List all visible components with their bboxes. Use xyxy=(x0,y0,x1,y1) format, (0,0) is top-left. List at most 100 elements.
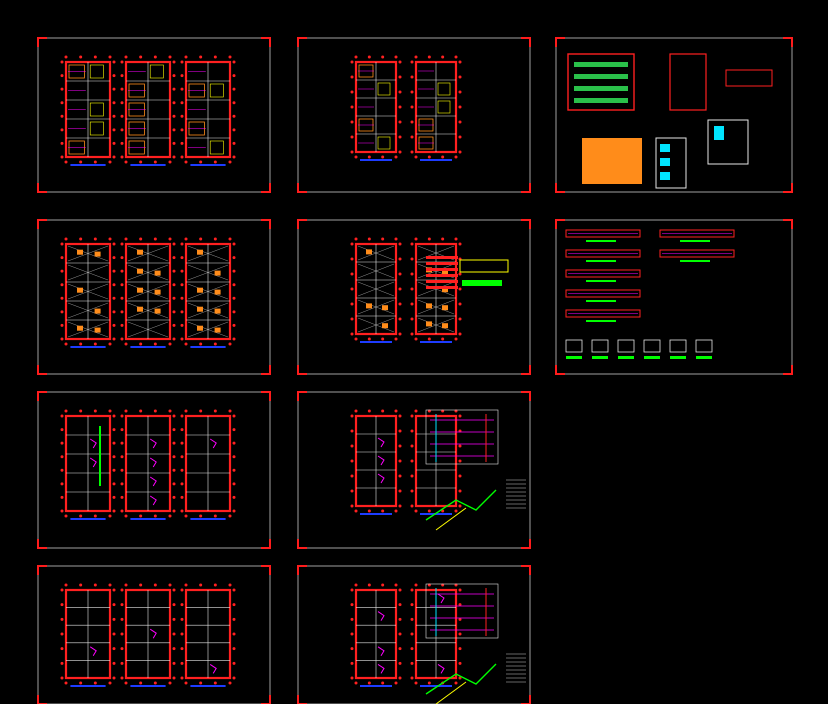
grid-axis-bubble xyxy=(172,455,176,459)
grid-axis-bubble xyxy=(228,237,232,241)
grid-axis-bubble xyxy=(108,160,112,164)
grid-axis-bubble xyxy=(93,409,97,413)
grid-axis-bubble xyxy=(112,74,116,78)
grid-axis-bubble xyxy=(120,414,124,418)
grid-axis-bubble xyxy=(180,256,184,260)
grid-axis-bubble xyxy=(60,632,64,636)
sheet-corner-mark xyxy=(521,695,531,704)
grid-axis-bubble xyxy=(367,509,371,513)
grid-axis-bubble xyxy=(398,317,402,321)
grid-axis-bubble xyxy=(398,60,402,64)
grid-axis-bubble xyxy=(398,429,402,433)
furniture-block xyxy=(377,82,391,96)
furniture-block xyxy=(149,64,164,79)
grid-axis-bubble xyxy=(410,120,414,124)
drawing-sheet-3[interactable] xyxy=(555,37,793,193)
column-block xyxy=(77,287,83,293)
grid-axis-bubble xyxy=(172,603,176,607)
grid-axis-bubble xyxy=(350,75,354,79)
grid-axis-bubble xyxy=(180,482,184,486)
grid-axis-bubble xyxy=(120,632,124,636)
drawing-sheet-6[interactable] xyxy=(555,219,793,375)
drawing-sheet-9[interactable] xyxy=(37,565,271,704)
drawing-sheet-8[interactable] xyxy=(297,391,531,549)
sheet-corner-mark xyxy=(297,539,307,549)
legend-table-row xyxy=(426,274,458,277)
grid-axis-bubble xyxy=(232,141,236,145)
drawing-sheet-4[interactable] xyxy=(37,219,271,375)
column-block xyxy=(426,303,432,309)
grid-axis-bubble xyxy=(458,302,462,306)
grid-axis-bubble xyxy=(172,242,176,246)
drawing-title-underline xyxy=(70,164,106,166)
grid-axis-bubble xyxy=(441,237,445,241)
drawing-title-underline xyxy=(70,346,106,348)
drawing-sheet-7[interactable] xyxy=(37,391,271,549)
grid-axis-bubble xyxy=(381,155,385,159)
drawing-title-underline xyxy=(360,513,392,515)
section-window xyxy=(660,172,670,180)
grid-axis-bubble xyxy=(350,474,354,478)
grid-axis-bubble xyxy=(367,155,371,159)
elevation-window-band xyxy=(574,74,628,79)
grid-axis-bubble xyxy=(350,242,354,246)
drawing-title-underline xyxy=(190,518,226,520)
beam-label-bar xyxy=(586,320,616,322)
grid-axis-bubble xyxy=(228,55,232,59)
grid-axis-bubble xyxy=(458,489,462,493)
sheet-corner-mark xyxy=(555,37,565,47)
beam-label-bar xyxy=(586,280,616,282)
beam-elevation xyxy=(565,229,641,238)
grid-axis-bubble xyxy=(398,459,402,463)
grid-axis-bubble xyxy=(168,55,172,59)
grid-axis-bubble xyxy=(232,509,236,513)
grid-axis-bubble xyxy=(60,269,64,273)
grid-axis-bubble xyxy=(398,150,402,154)
grid-axis-bubble xyxy=(398,135,402,139)
sheet-border xyxy=(297,565,531,704)
grid-axis-bubble xyxy=(120,310,124,314)
grid-axis-bubble xyxy=(168,342,172,346)
grid-axis-bubble xyxy=(232,617,236,621)
column-label-bar xyxy=(696,356,712,359)
grid-axis-bubble xyxy=(79,342,83,346)
sheet-corner-mark xyxy=(261,183,271,193)
grid-axis-bubble xyxy=(180,87,184,91)
grid-axis-bubble xyxy=(410,150,414,154)
grid-axis-bubble xyxy=(454,681,458,685)
isometric-pipe-run xyxy=(435,681,467,704)
grid-axis-bubble xyxy=(172,495,176,499)
grid-axis-bubble xyxy=(410,647,414,651)
sheet-corner-mark xyxy=(37,695,47,704)
grid-axis-bubble xyxy=(60,617,64,621)
grid-axis-bubble xyxy=(232,74,236,78)
grid-axis-bubble xyxy=(108,237,112,241)
grid-axis-bubble xyxy=(458,632,462,636)
grid-axis-bubble xyxy=(232,60,236,64)
grid-axis-bubble xyxy=(180,323,184,327)
grid-axis-bubble xyxy=(381,409,385,413)
furniture-block xyxy=(89,64,104,79)
grid-axis-bubble xyxy=(180,661,184,665)
sheet-corner-mark xyxy=(37,37,47,47)
drawing-title-underline xyxy=(190,346,226,348)
grid-axis-bubble xyxy=(410,459,414,463)
grid-axis-bubble xyxy=(153,55,157,59)
drawing-sheet-1[interactable] xyxy=(37,37,271,193)
grid-axis-bubble xyxy=(410,444,414,448)
drawing-sheet-5[interactable] xyxy=(297,219,531,375)
grid-axis-bubble xyxy=(398,90,402,94)
legend-table-row xyxy=(426,280,458,283)
drawing-sheet-10[interactable] xyxy=(297,565,531,704)
grid-axis-bubble xyxy=(172,482,176,486)
slab-hatch-line xyxy=(67,321,109,338)
column-label-bar xyxy=(618,356,634,359)
grid-axis-bubble xyxy=(120,455,124,459)
grid-axis-bubble xyxy=(120,509,124,513)
grid-axis-bubble xyxy=(381,509,385,513)
drawing-sheet-2[interactable] xyxy=(297,37,531,193)
column-block xyxy=(154,270,161,276)
grid-axis-bubble xyxy=(60,128,64,132)
grid-axis-bubble xyxy=(410,302,414,306)
